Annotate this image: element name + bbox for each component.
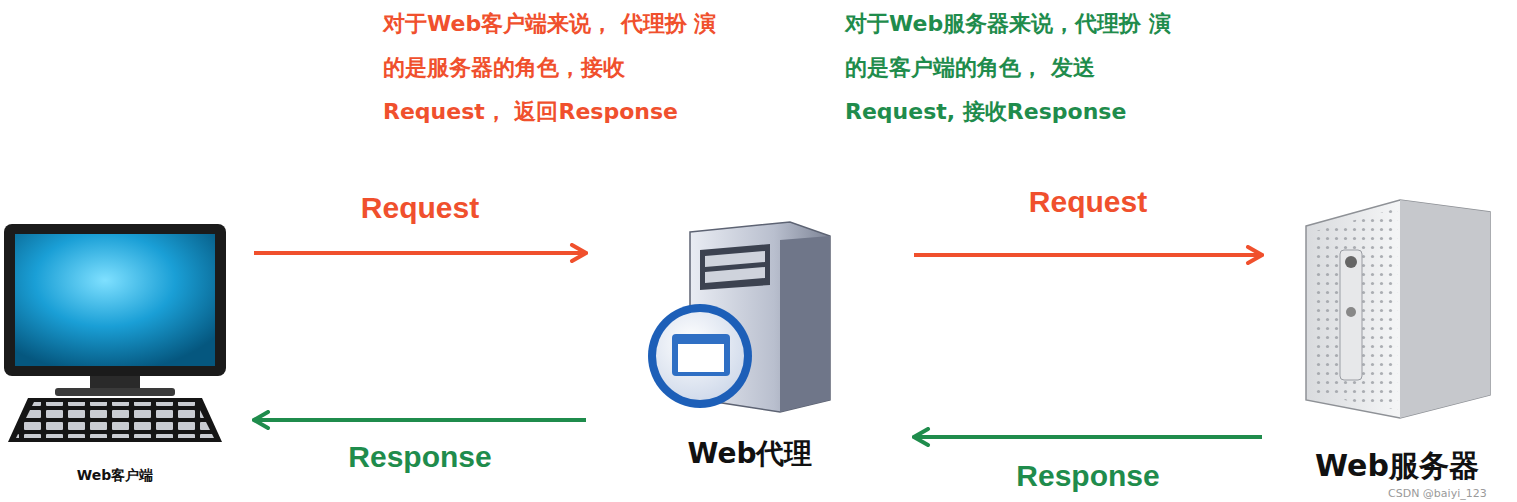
node-label: Web客户端 xyxy=(0,467,234,485)
watermark: CSDN @baiyi_123 xyxy=(1388,487,1514,500)
client-node: Web客户端 xyxy=(0,215,234,485)
edge-label: Request xyxy=(361,191,479,225)
arrow-connector xyxy=(254,251,586,255)
edge-label: Response xyxy=(1016,459,1159,493)
proxy-server xyxy=(648,222,830,412)
node-label: Web服务器 xyxy=(1282,446,1512,487)
arrow-connector xyxy=(914,253,1262,257)
proxy-node: Web代理 xyxy=(606,215,894,473)
edge-label: Request xyxy=(1029,185,1147,219)
client-computer xyxy=(4,224,226,442)
server-node: Web服务器 xyxy=(1282,195,1512,487)
annotation-note: 对于Web服务器来说，代理扮 演的是客户端的角色， 发送 Request, 接收… xyxy=(845,2,1185,134)
arrow-connector xyxy=(254,418,586,422)
edge-label: Response xyxy=(348,440,491,474)
node-label: Web代理 xyxy=(606,435,894,473)
arrow-connector xyxy=(914,435,1262,439)
annotation-note: 对于Web客户端来说， 代理扮 演的是服务器的角色，接收 Request， 返回… xyxy=(383,2,723,134)
web-server xyxy=(1306,200,1490,418)
